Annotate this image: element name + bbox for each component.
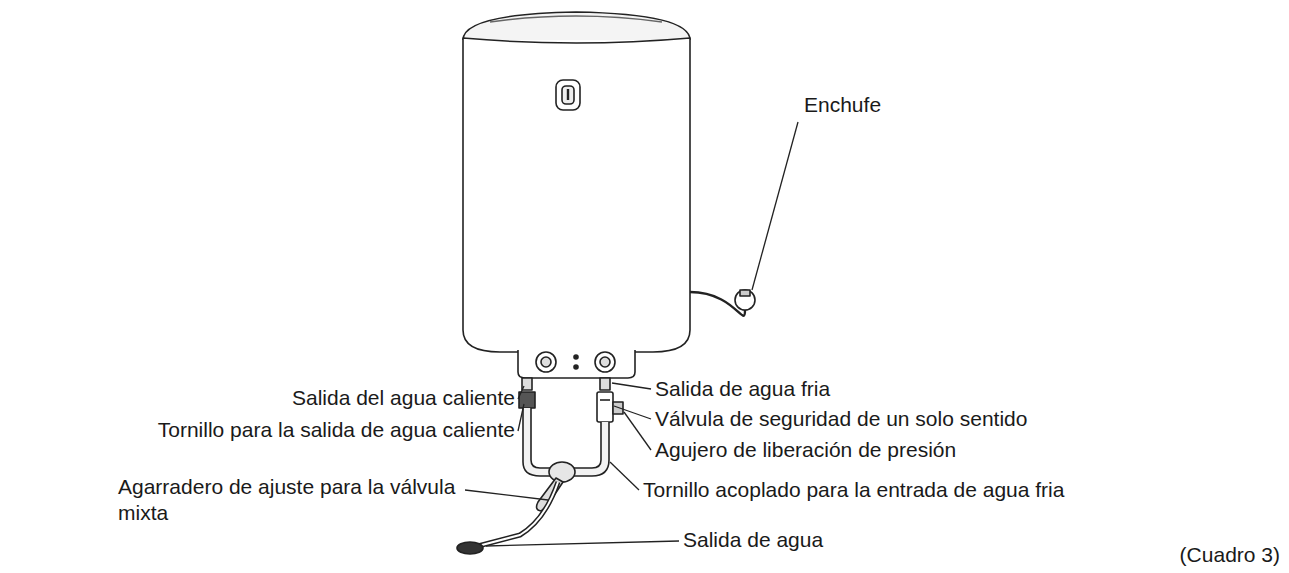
- part-label: Válvula de seguridad de un solo sentido: [655, 406, 1027, 432]
- panel-dot: [574, 355, 578, 359]
- leader-line: [486, 541, 679, 546]
- knob: [536, 352, 556, 372]
- plug: [735, 290, 755, 310]
- leader-line: [752, 122, 798, 290]
- part-label: Salida de agua: [683, 527, 823, 553]
- outlet-nozzle: [457, 542, 483, 554]
- outlet-hose-inner: [478, 482, 558, 546]
- indicator-inner: [562, 86, 574, 104]
- part-label: Salida del agua caliente: [292, 385, 515, 411]
- cold-outlet: [600, 378, 610, 390]
- indicator-mark: [567, 89, 569, 100]
- plug-pins: [740, 290, 750, 296]
- panel-dot: [574, 365, 578, 369]
- cold-pipe: [572, 422, 609, 476]
- part-label: Enchufe: [804, 92, 881, 118]
- tank-body: [463, 38, 690, 352]
- part-label: Agujero de liberación de presión: [655, 437, 956, 463]
- hot-outlet-screw: [519, 392, 535, 408]
- part-label: Tornillo acoplado para la entrada de agu…: [643, 477, 1064, 503]
- figure-caption: (Cuadro 3): [1180, 542, 1280, 568]
- leader-line: [518, 386, 524, 399]
- leader-line: [610, 462, 639, 490]
- valve-mark: [600, 399, 610, 401]
- leader-line: [465, 490, 548, 500]
- knob-center: [600, 357, 610, 367]
- leader-line: [614, 406, 651, 419]
- bottom-panel: [518, 350, 635, 378]
- knob-center: [541, 357, 551, 367]
- leader-line: [612, 383, 651, 389]
- hot-pipe: [523, 408, 552, 476]
- part-label: Agarradero de ajuste para la válvula mix…: [118, 474, 470, 526]
- outlet-hose: [478, 482, 558, 546]
- leader-line: [624, 412, 651, 450]
- indicator-light: [556, 80, 580, 110]
- tank-top-rim: [490, 16, 662, 22]
- safety-valve: [597, 392, 613, 422]
- part-label: Salida de agua fria: [655, 376, 830, 402]
- part-label: Tornillo para la salida de agua caliente: [158, 417, 515, 443]
- mixing-valve: [549, 462, 575, 482]
- tank-top: [463, 12, 690, 40]
- knob: [595, 352, 615, 372]
- leader-line: [518, 404, 524, 431]
